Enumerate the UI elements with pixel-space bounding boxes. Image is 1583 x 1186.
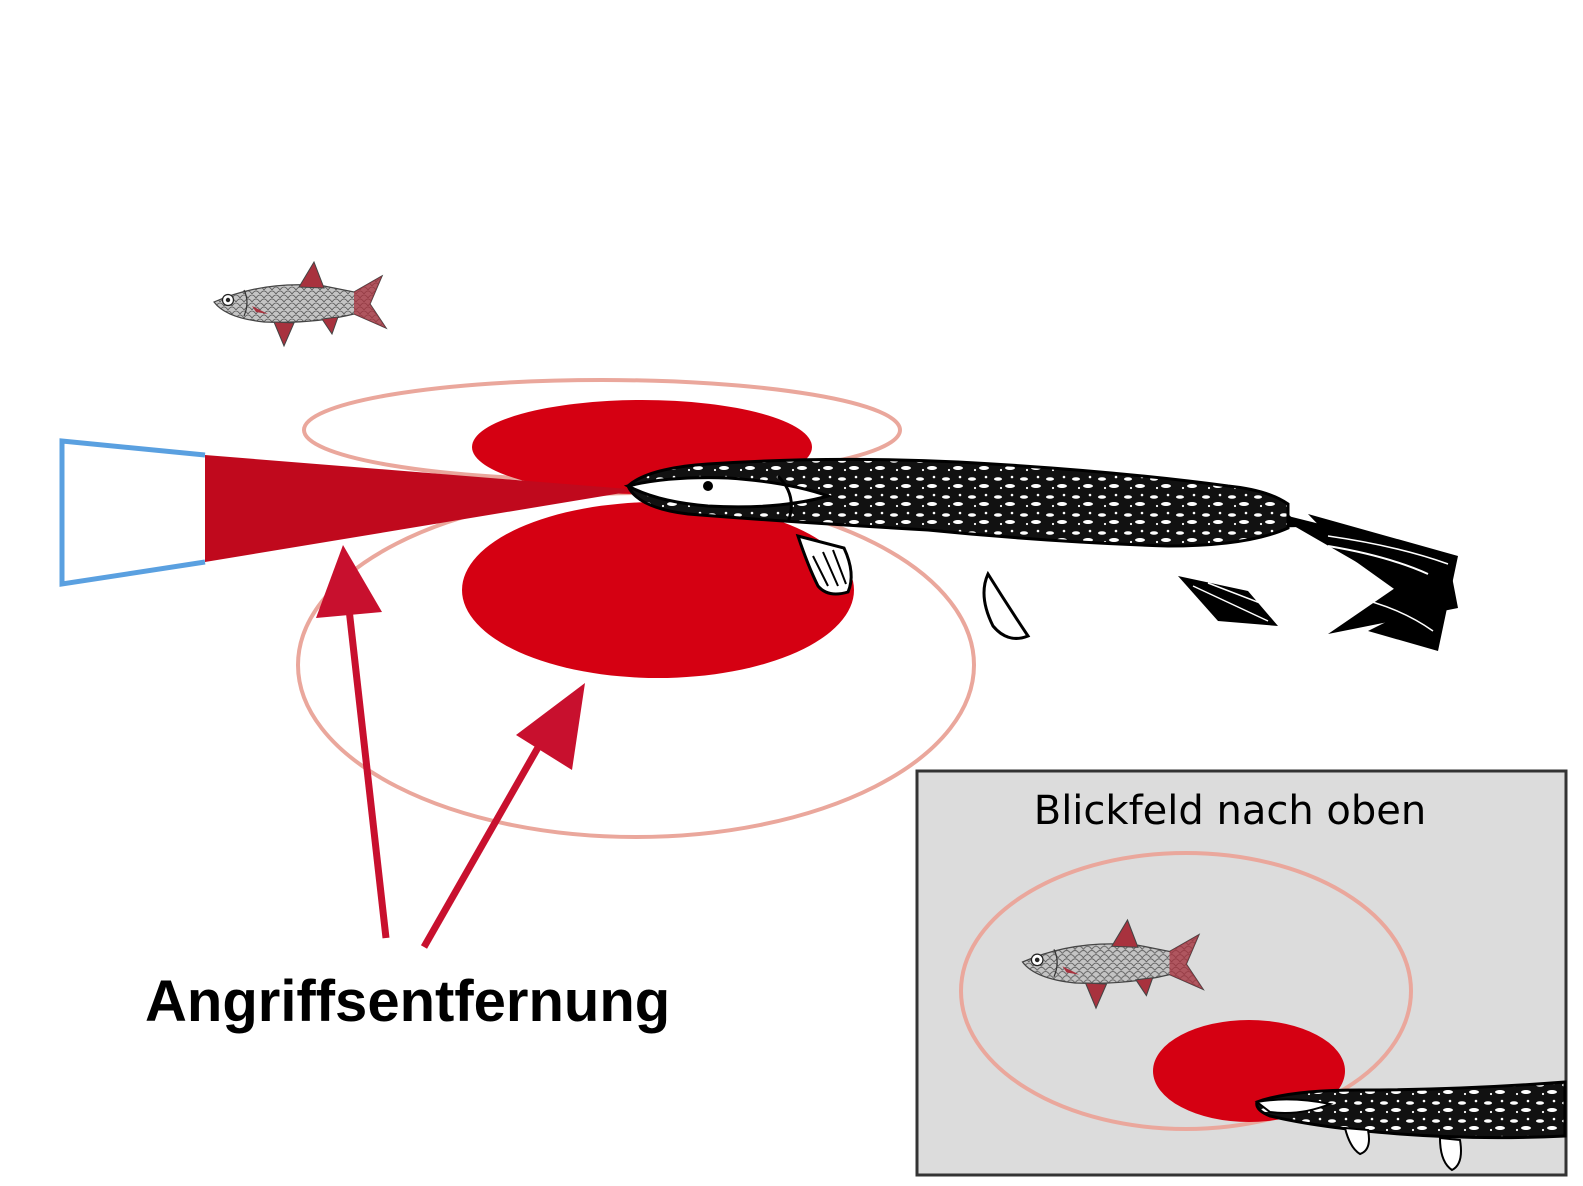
top-view-inset: Blickfeld nach oben xyxy=(915,769,1568,1177)
inset-title: Blickfeld nach oben xyxy=(1034,788,1426,834)
attack-cone xyxy=(205,455,640,562)
pike-fish-icon xyxy=(626,457,1458,651)
lower-strike-zone xyxy=(462,502,854,678)
attack-distance-label: Angriffsentfernung xyxy=(145,969,670,1034)
arrow-to-cone xyxy=(316,545,390,939)
prey-fish-icon xyxy=(213,261,387,347)
inset-strike-zone-ring xyxy=(959,851,1413,1131)
arrow-to-lower-zone xyxy=(420,683,585,949)
inset-pike-fish-icon xyxy=(1254,1080,1567,1172)
visual-field-outline xyxy=(59,438,206,587)
